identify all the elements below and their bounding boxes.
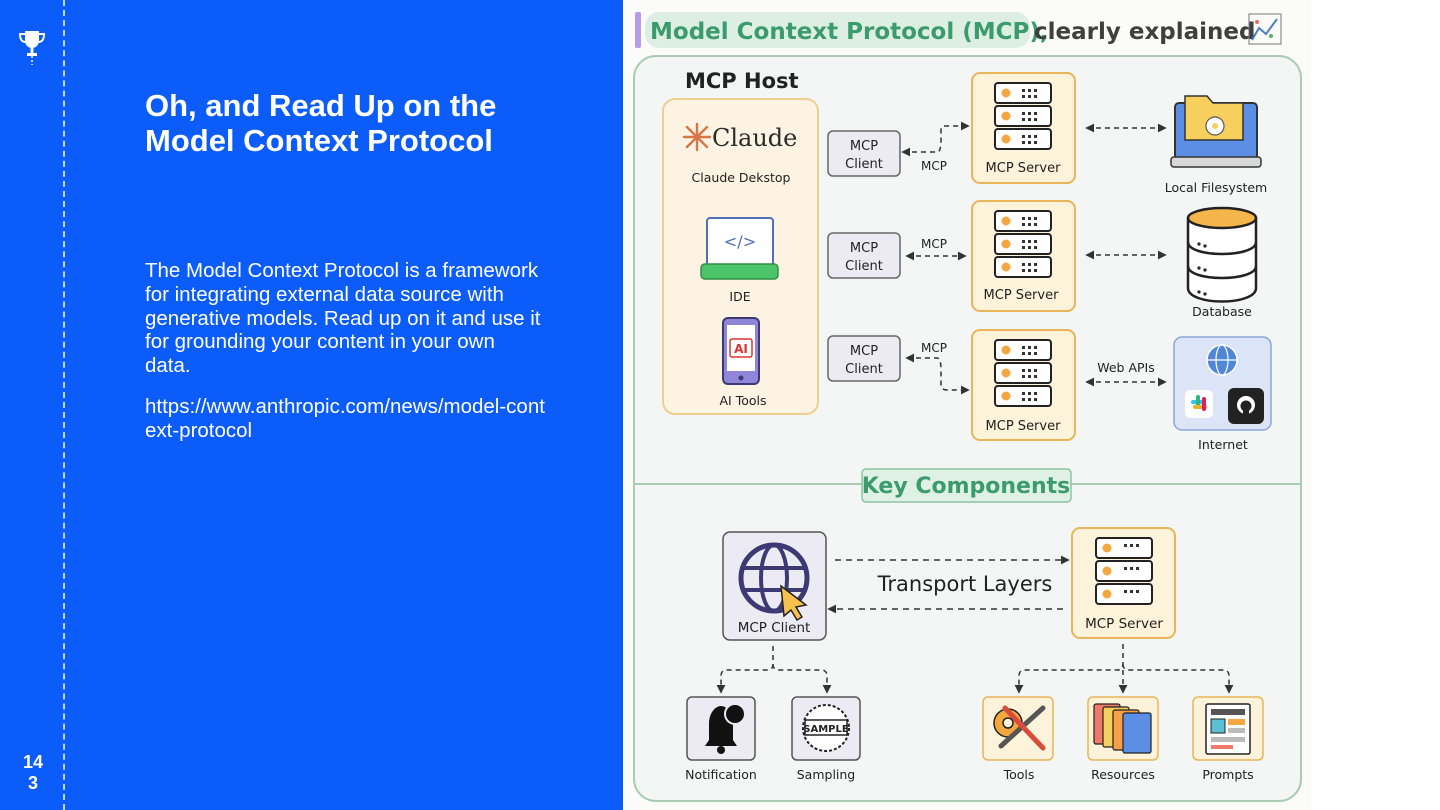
content-panel [0, 0, 623, 810]
transport-arrows [827, 555, 1070, 614]
svg-text:</>: </> [724, 232, 756, 251]
slide-body-text: The Model Context Protocol is a framewor… [145, 259, 541, 378]
globe-cursor-icon [738, 542, 810, 622]
ai-badge: AI [734, 342, 748, 356]
mcp-server-2: MCP Server [971, 200, 1076, 312]
claude-asterisk-icon [682, 122, 712, 152]
heading-highlight [645, 12, 1030, 48]
diagram-heading-main: Model Context Protocol (MCP), [650, 19, 1049, 45]
transport-layers-label: Transport Layers [877, 572, 1053, 596]
internet-label: Internet [1198, 437, 1248, 452]
database-label: Database [1192, 304, 1252, 319]
reference-link[interactable]: https://www.anthropic.com/news/model-con… [145, 395, 545, 442]
svg-text:MCP Server: MCP Server [984, 288, 1060, 303]
sampling-label: Sampling [797, 767, 856, 782]
svg-text:MCP Server: MCP Server [986, 161, 1062, 176]
local-filesystem-icon [1170, 95, 1262, 168]
diagram-heading-rest: clearly explained [1034, 19, 1256, 45]
ai-tools-label: AI Tools [719, 393, 766, 408]
mcp-client-2: MCP Client [827, 232, 901, 279]
mcp-link-label-2: MCP [921, 237, 947, 251]
mcp-server-1: MCP Server [971, 72, 1076, 184]
prompts-document-icon [1205, 703, 1251, 755]
dashed-rail-divider [63, 0, 65, 810]
mcp-server-card-label: MCP Server [1085, 616, 1163, 632]
mcp-host-label: MCP Host [685, 69, 799, 93]
folders-icon [1093, 703, 1152, 754]
component-branch-arrows [716, 644, 1234, 694]
svg-text:Client: Client [845, 157, 883, 172]
prompts-label: Prompts [1202, 767, 1253, 782]
mcp-server-3: MCP Server [971, 329, 1076, 441]
mcp-client-1: MCP Client [827, 130, 901, 177]
heading-accent-bar [635, 12, 641, 48]
key-components-badge [861, 468, 1072, 503]
client-server-links [901, 121, 970, 395]
svg-text:MCP Server: MCP Server [986, 419, 1062, 434]
database-icon [1186, 206, 1258, 303]
sample-stamp-icon: SAMPLE [802, 704, 850, 752]
tools-label: Tools [1003, 767, 1035, 782]
web-apis-label: Web APIs [1097, 360, 1155, 375]
trophy-icon [18, 31, 46, 65]
mcp-link-label-1: MCP [921, 159, 947, 173]
bell-icon [705, 703, 746, 754]
notification-label: Notification [685, 767, 757, 782]
chart-doodle-icon [1248, 13, 1282, 45]
slack-icon [1185, 390, 1213, 418]
ai-phone-icon: AI [722, 317, 760, 385]
svg-text:SAMPLE: SAMPLE [803, 724, 849, 735]
slide-title: Oh, and Read Up on the Model Context Pro… [145, 88, 497, 158]
mcp-diagram: Model Context Protocol (MCP), clearly ex… [623, 0, 1311, 810]
github-icon [1228, 388, 1264, 424]
mcp-server-card [1071, 527, 1176, 639]
svg-text:Client: Client [845, 259, 883, 274]
globe-icon [1206, 344, 1238, 376]
page-number: 14 3 [22, 752, 44, 793]
key-components-label: Key Components [862, 474, 1070, 499]
ide-label: IDE [729, 289, 750, 304]
svg-text:Client: Client [845, 362, 883, 377]
local-filesystem-label: Local Filesystem [1165, 180, 1267, 195]
resources-label: Resources [1091, 767, 1155, 782]
mcp-client-card-label: MCP Client [738, 620, 811, 636]
svg-text:MCP: MCP [850, 139, 878, 154]
claude-logo-text: Claude [712, 124, 797, 152]
mcp-client-3: MCP Client [827, 335, 901, 382]
svg-text:MCP: MCP [850, 241, 878, 256]
server-resource-links [1085, 123, 1167, 387]
claude-desktop-label: Claude Dekstop [692, 170, 791, 185]
mcp-link-label-3: MCP [921, 341, 947, 355]
tools-icon [993, 705, 1046, 751]
svg-text:MCP: MCP [850, 344, 878, 359]
ide-laptop-icon: </> [700, 217, 779, 280]
